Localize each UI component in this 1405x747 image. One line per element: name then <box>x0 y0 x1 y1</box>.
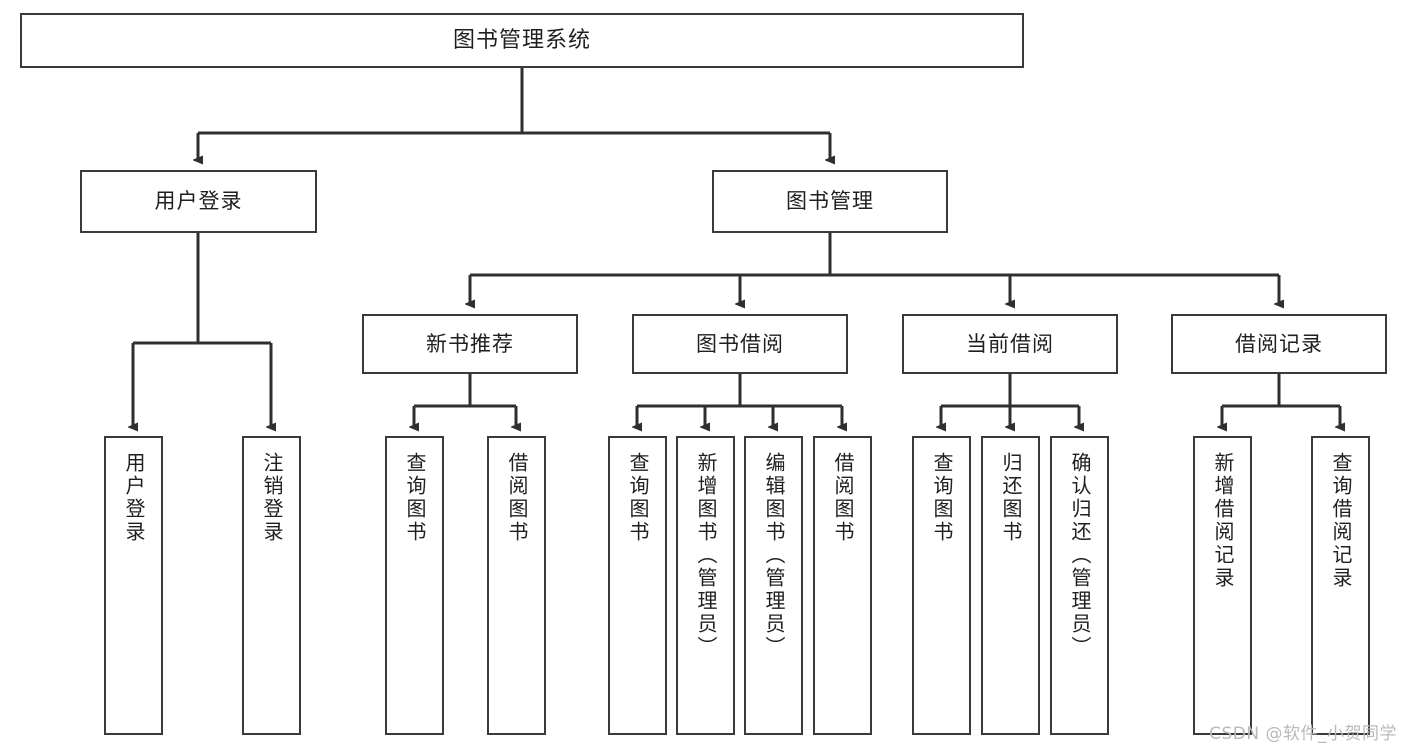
leaf-book-borrow-query-book[interactable]: 查询图书 <box>608 436 667 735</box>
leaf-user-login-login[interactable]: 用户登录 <box>104 436 163 735</box>
node-label: 新书推荐 <box>426 331 514 356</box>
node-current-borrow[interactable]: 当前借阅 <box>902 314 1118 374</box>
node-root-book-management-system[interactable]: 图书管理系统 <box>20 13 1024 68</box>
node-user-login[interactable]: 用户登录 <box>80 170 317 233</box>
node-borrow-record[interactable]: 借阅记录 <box>1171 314 1387 374</box>
node-label: 注销登录 <box>260 452 284 544</box>
leaf-book-borrow-edit-book-admin[interactable]: 编辑图书（管理员） <box>744 436 803 735</box>
node-label: 确认归还（管理员） <box>1068 452 1092 659</box>
node-label: 归还图书 <box>999 452 1023 544</box>
node-label: 用户登录 <box>154 189 243 214</box>
node-label: 图书管理系统 <box>452 27 591 53</box>
leaf-borrow-record-add-record[interactable]: 新增借阅记录 <box>1193 436 1252 735</box>
leaf-current-borrow-query-book[interactable]: 查询图书 <box>912 436 971 735</box>
node-label: 借阅记录 <box>1235 331 1323 356</box>
leaf-book-borrow-borrow-book[interactable]: 借阅图书 <box>813 436 872 735</box>
node-label: 新增图书（管理员） <box>694 452 718 659</box>
node-new-book-recommend[interactable]: 新书推荐 <box>362 314 578 374</box>
node-book-borrow[interactable]: 图书借阅 <box>632 314 848 374</box>
node-label: 借阅图书 <box>831 452 855 544</box>
node-label: 新增借阅记录 <box>1211 452 1235 590</box>
leaf-book-borrow-add-book-admin[interactable]: 新增图书（管理员） <box>676 436 735 735</box>
node-label: 查询图书 <box>930 452 954 544</box>
node-label: 编辑图书（管理员） <box>762 452 786 659</box>
csdn-watermark: CSDN @软件_小贺同学 <box>1209 724 1397 744</box>
node-label: 查询图书 <box>626 452 650 544</box>
node-label: 查询图书 <box>403 452 427 544</box>
node-label: 借阅图书 <box>505 452 529 544</box>
node-label: 图书借阅 <box>696 331 784 356</box>
leaf-borrow-record-query-record[interactable]: 查询借阅记录 <box>1311 436 1370 735</box>
leaf-current-borrow-return-book[interactable]: 归还图书 <box>981 436 1040 735</box>
node-book-management[interactable]: 图书管理 <box>712 170 948 233</box>
leaf-new-book-borrow-book[interactable]: 借阅图书 <box>487 436 546 735</box>
leaf-current-borrow-confirm-return-admin[interactable]: 确认归还（管理员） <box>1050 436 1109 735</box>
node-label: 图书管理 <box>786 189 874 214</box>
leaf-user-login-logout[interactable]: 注销登录 <box>242 436 301 735</box>
node-label: 用户登录 <box>122 452 146 544</box>
node-label: 查询借阅记录 <box>1329 452 1353 590</box>
node-label: 当前借阅 <box>966 331 1054 356</box>
leaf-new-book-query-book[interactable]: 查询图书 <box>385 436 444 735</box>
